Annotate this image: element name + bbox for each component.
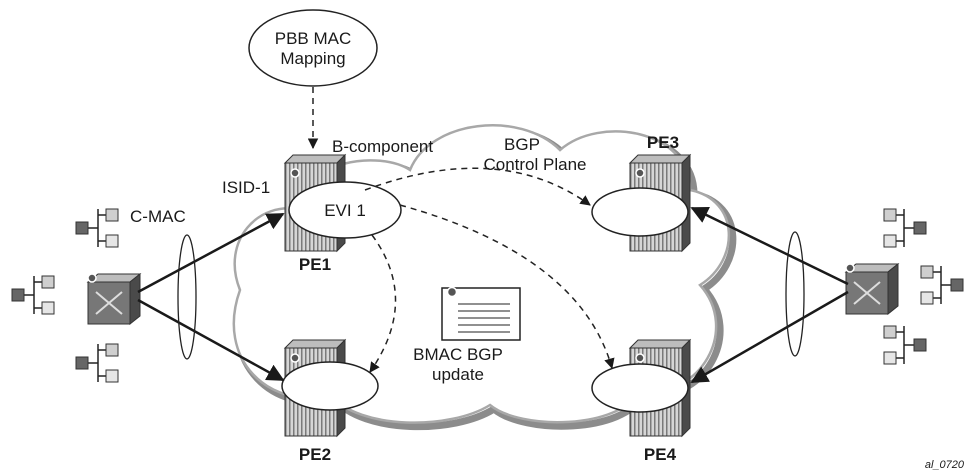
bmac-update-document-icon	[441, 286, 521, 341]
host-group-left-top	[75, 208, 119, 248]
evi1-instance	[288, 181, 402, 239]
host-group-right-mid	[920, 265, 964, 305]
left-lag-bundle	[177, 234, 197, 360]
pe1-label: PE1	[299, 255, 331, 274]
pe2-label: PE2	[299, 445, 331, 464]
link-right-pe3	[690, 206, 849, 286]
host-group-left-bottom	[75, 343, 119, 383]
right-ce-switch	[844, 262, 900, 316]
pe4-label: PE4	[644, 445, 677, 464]
bmac-update-line2: update	[432, 365, 484, 384]
left-ce-switch	[86, 272, 142, 326]
b-component-label: B-component	[332, 137, 433, 156]
host-group-right-bottom	[883, 325, 927, 365]
bgp-control-plane-line1: BGP	[504, 135, 540, 154]
link-right-pe4	[690, 290, 849, 384]
pe3-label: PE3	[647, 133, 679, 152]
host-group-right-top	[883, 208, 927, 248]
pbb-mac-mapping-bubble	[248, 9, 378, 87]
link-left-pe2	[137, 298, 285, 382]
bgp-control-plane-line2: Control Plane	[483, 155, 586, 174]
pe3-instance	[591, 187, 689, 237]
bgp-arrow-pe4	[399, 204, 615, 370]
cmac-label: C-MAC	[130, 207, 186, 226]
isid-label: ISID-1	[222, 178, 270, 197]
pe4-instance	[591, 363, 689, 413]
right-lag-bundle	[785, 231, 805, 357]
link-left-pe1	[137, 212, 285, 294]
mapping-line1: PBB MAC	[275, 29, 352, 48]
pe2-instance	[281, 361, 379, 411]
bgp-arrow-pe3	[364, 167, 591, 206]
bmac-update-line1: BMAC BGP	[413, 345, 503, 364]
mapping-line2: Mapping	[280, 49, 345, 68]
evi-label: EVI 1	[324, 201, 366, 220]
host-group-left-mid	[11, 275, 55, 315]
figure-id: al_0720	[925, 459, 965, 471]
